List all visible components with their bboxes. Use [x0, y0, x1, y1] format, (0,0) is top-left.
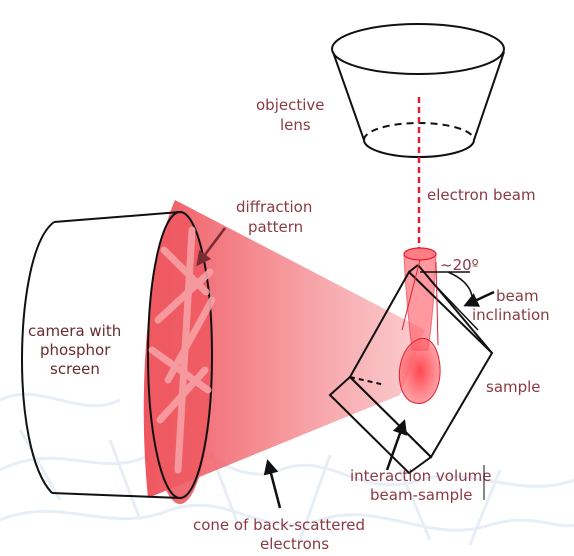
background-pattern — [0, 392, 574, 546]
label-cone-line2: electrons — [260, 535, 329, 553]
label-camera-line2: phosphor — [40, 341, 111, 359]
camera — [20, 211, 213, 499]
label-angle: ~20º — [440, 256, 479, 274]
label-diffraction-line2: pattern — [248, 218, 303, 236]
labels: objective lens electron beam diffraction… — [28, 96, 550, 553]
label-camera-line3: screen — [50, 360, 100, 378]
annotation-arrows — [196, 227, 495, 509]
label-electron-beam: electron beam — [427, 186, 536, 204]
label-beam-incl-line1: beam — [496, 287, 539, 305]
label-diffraction-line1: diffraction — [236, 198, 312, 216]
label-objective-line2: lens — [280, 116, 311, 134]
label-interaction-line2: beam-sample — [370, 486, 473, 504]
electron-beam — [403, 97, 437, 351]
label-interaction-line1: interaction volume — [350, 467, 491, 485]
diffraction-pattern — [148, 226, 216, 474]
interaction-volume — [398, 259, 441, 404]
label-camera-line1: camera with — [28, 322, 121, 340]
label-beam-incl-line2: inclination — [472, 306, 550, 324]
label-sample: sample — [486, 378, 541, 396]
label-objective-line1: objective — [256, 96, 325, 114]
label-cone-line1: cone of back-scattered — [193, 516, 365, 534]
